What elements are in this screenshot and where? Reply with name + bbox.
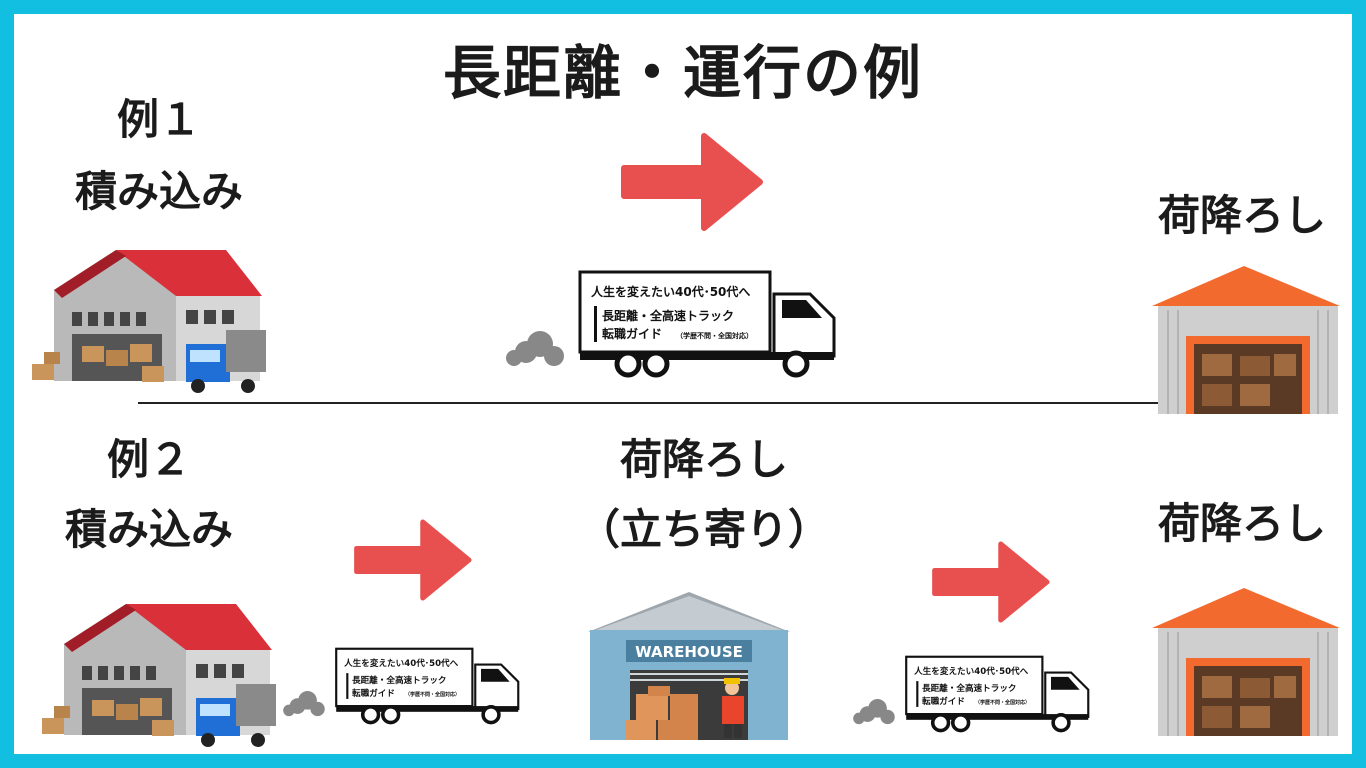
arrow-right-icon [621, 133, 763, 231]
example1-label: 例１ [116, 95, 201, 144]
truck-sign-line3: 転職ガイド [922, 695, 965, 707]
example1-origin-label: 積み込み [74, 167, 243, 216]
arrow-right-icon [354, 519, 472, 601]
example1-destination-label: 荷降ろし [1157, 191, 1326, 240]
diagram-canvas: 長距離・運行の例 例１ 積み込み 荷降ろし [14, 14, 1352, 754]
truck-sign-line2: 長距離・全高速トラック [602, 308, 734, 323]
section-divider [138, 402, 1158, 404]
loading-warehouse-icon [32, 250, 266, 393]
truck-sign-line3: 転職ガイド [602, 326, 662, 341]
example2-origin-label: 積み込み [64, 505, 233, 554]
loading-warehouse-icon [42, 604, 276, 747]
page-title: 長距離・運行の例 [442, 39, 923, 107]
arrow-right-icon [932, 541, 1050, 623]
truck-sign-line1: 人生を変えたい40代･50代へ [914, 665, 1029, 677]
truck-sign-line2: 長距離・全高速トラック [922, 682, 1017, 694]
example2-stop-sublabel: （立ち寄り） [577, 505, 830, 554]
truck-sign-line3-small: （学歴不問・全国対応） [676, 331, 753, 340]
truck-icon: 人生を変えたい40代･50代へ 長距離・全高速トラック 転職ガイド （学歴不問・… [853, 655, 1090, 733]
truck-sign-line1: 人生を変えたい40代･50代へ [591, 284, 750, 299]
truck-sign-line2: 長距離・全高速トラック [352, 674, 447, 686]
unloading-warehouse-icon [1152, 266, 1340, 414]
example2-stop-label: 荷降ろし [619, 435, 788, 484]
truck-icon: 人生を変えたい40代･50代へ 長距離・全高速トラック 転職ガイド （学歴不問・… [506, 270, 836, 378]
example2-label: 例２ [106, 435, 191, 484]
stopover-warehouse-icon: WAREHOUSE [588, 592, 790, 740]
unloading-warehouse-icon [1152, 588, 1340, 736]
truck-sign-line3-small: （学歴不問・全国対応） [975, 699, 1030, 706]
truck-sign-line3-small: （学歴不問・全国対応） [405, 691, 460, 698]
truck-sign-line3: 転職ガイド [352, 687, 395, 699]
warehouse-sign: WAREHOUSE [635, 643, 743, 661]
truck-icon: 人生を変えたい40代･50代へ 長距離・全高速トラック 転職ガイド （学歴不問・… [283, 647, 520, 725]
example2-destination-label: 荷降ろし [1157, 499, 1326, 548]
truck-sign-line1: 人生を変えたい40代･50代へ [344, 657, 459, 669]
